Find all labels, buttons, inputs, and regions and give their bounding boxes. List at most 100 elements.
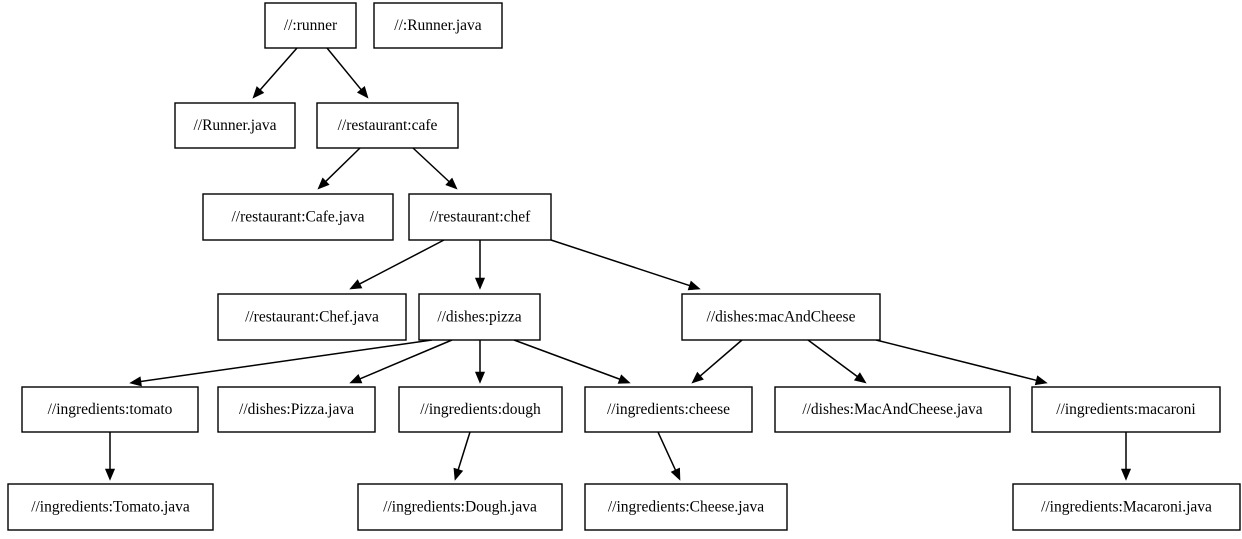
edge-arrowhead [349, 373, 363, 384]
node-label: //:runner [284, 17, 338, 34]
edge-arrowhead [129, 376, 142, 387]
edge-ing_tomato-to-tomato_java [104, 432, 116, 481]
edge-arrowhead [687, 280, 701, 291]
node-box[interactable] [398, 386, 563, 433]
node-tomato_java[interactable]: //ingredients:Tomato.java [7, 483, 214, 531]
node-box[interactable] [584, 386, 753, 433]
node-box[interactable] [357, 483, 563, 531]
node-label: //restaurant:Cafe.java [232, 209, 365, 226]
node-chef_java[interactable]: //restaurant:Chef.java [217, 293, 407, 341]
node-dough_java[interactable]: //ingredients:Dough.java [357, 483, 563, 531]
edge-arrowhead [317, 177, 330, 190]
node-box[interactable] [1012, 483, 1241, 531]
node-runner_java_root[interactable]: //:Runner.java [373, 2, 503, 49]
node-mac_java[interactable]: //dishes:MacAndCheese.java [774, 386, 1011, 433]
node-box[interactable] [418, 293, 541, 341]
edge-restaurant_cafe-to-restaurant_chef [412, 147, 458, 190]
edge-arrowhead [474, 371, 486, 384]
node-label: //ingredients:Cheese.java [608, 499, 764, 516]
node-pizza_java[interactable]: //dishes:Pizza.java [217, 386, 376, 433]
node-box[interactable] [681, 293, 881, 341]
edge-arrowhead [1120, 468, 1132, 481]
edge-restaurant_chef-to-dishes_mac [550, 239, 701, 291]
edge-line [358, 339, 453, 381]
edge-dishes_pizza-to-ing_cheese [513, 339, 631, 384]
edge-line [357, 239, 445, 286]
edge-line [326, 47, 363, 92]
edge-runner-to-runner_java [252, 47, 298, 99]
edge-line [456, 431, 471, 472]
node-label: //:Runner.java [394, 17, 482, 34]
node-ing_cheese[interactable]: //ingredients:cheese [584, 386, 753, 433]
node-box[interactable] [174, 102, 296, 149]
edge-arrowhead [853, 372, 867, 384]
edge-dishes_pizza-to-pizza_java [349, 339, 453, 384]
node-ing_dough[interactable]: //ingredients:dough [398, 386, 563, 433]
edge-arrowhead [670, 467, 681, 481]
node-label: //ingredients:Macaroni.java [1041, 499, 1212, 516]
node-restaurant_chef[interactable]: //restaurant:chef [408, 193, 552, 241]
node-macaroni_java[interactable]: //ingredients:Macaroni.java [1012, 483, 1241, 531]
edge-ing_dough-to-dough_java [453, 431, 471, 481]
node-box[interactable] [217, 293, 407, 341]
node-box[interactable] [408, 193, 552, 241]
edge-arrowhead [617, 374, 631, 384]
edge-arrowhead [252, 86, 265, 99]
node-label: //ingredients:macaroni [1056, 401, 1196, 418]
node-label: //ingredients:cheese [607, 401, 730, 418]
edge-line [807, 339, 860, 379]
node-cafe_java[interactable]: //restaurant:Cafe.java [202, 193, 394, 241]
edge-restaurant_chef-to-dishes_pizza [474, 240, 486, 290]
edge-line [550, 239, 692, 287]
edge-line [258, 47, 298, 92]
node-box[interactable] [1031, 386, 1221, 433]
node-box[interactable] [373, 2, 503, 49]
node-box[interactable] [316, 102, 459, 149]
node-box[interactable] [217, 386, 376, 433]
edge-line [657, 431, 677, 473]
node-cheese_java[interactable]: //ingredients:Cheese.java [584, 483, 788, 531]
node-label: //ingredients:tomato [48, 401, 173, 418]
nodes-layer: //:runner //:Runner.java //Runner.java //re… [7, 2, 1241, 531]
edge-line [513, 339, 622, 381]
node-label: //Runner.java [193, 117, 276, 134]
edge-arrowhead [356, 86, 369, 99]
edge-arrowhead [349, 279, 363, 290]
edges-layer [104, 47, 1132, 481]
edge-arrowhead [445, 177, 458, 190]
node-runner[interactable]: //:runner [264, 2, 357, 49]
node-box[interactable] [7, 483, 214, 531]
node-runner_java[interactable]: //Runner.java [174, 102, 296, 149]
node-label: //dishes:MacAndCheese.java [802, 401, 982, 418]
node-label: //dishes:macAndCheese [707, 309, 856, 326]
node-box[interactable] [21, 386, 199, 433]
node-ing_tomato[interactable]: //ingredients:tomato [21, 386, 199, 433]
node-box[interactable] [774, 386, 1011, 433]
node-ing_macaroni[interactable]: //ingredients:macaroni [1031, 386, 1221, 433]
node-label: //dishes:pizza [437, 309, 521, 326]
node-box[interactable] [584, 483, 788, 531]
edge-line [323, 147, 361, 184]
node-restaurant_cafe[interactable]: //restaurant:cafe [316, 102, 459, 149]
edge-dishes_mac-to-ing_macaroni [875, 339, 1048, 386]
node-dishes_mac[interactable]: //dishes:macAndCheese [681, 293, 881, 341]
node-dishes_pizza[interactable]: //dishes:pizza [418, 293, 541, 341]
node-box[interactable] [202, 193, 394, 241]
edge-arrowhead [453, 467, 464, 481]
node-label: //ingredients:dough [420, 401, 541, 418]
edge-dishes_mac-to-ing_cheese [691, 339, 743, 384]
edge-dishes_mac-to-mac_java [807, 339, 867, 384]
node-label: //restaurant:Chef.java [245, 309, 379, 326]
edge-dishes_pizza-to-ing_tomato [129, 339, 433, 387]
edge-line [138, 339, 433, 383]
node-label: //restaurant:chef [430, 209, 532, 226]
edge-ing_macaroni-to-macaroni_java [1120, 432, 1132, 481]
edge-dishes_pizza-to-ing_dough [474, 340, 486, 384]
node-box[interactable] [264, 2, 357, 49]
edge-line [412, 147, 451, 184]
edge-restaurant_chef-to-chef_java [349, 239, 445, 290]
edge-line [875, 339, 1039, 382]
node-label: //dishes:Pizza.java [239, 401, 354, 418]
